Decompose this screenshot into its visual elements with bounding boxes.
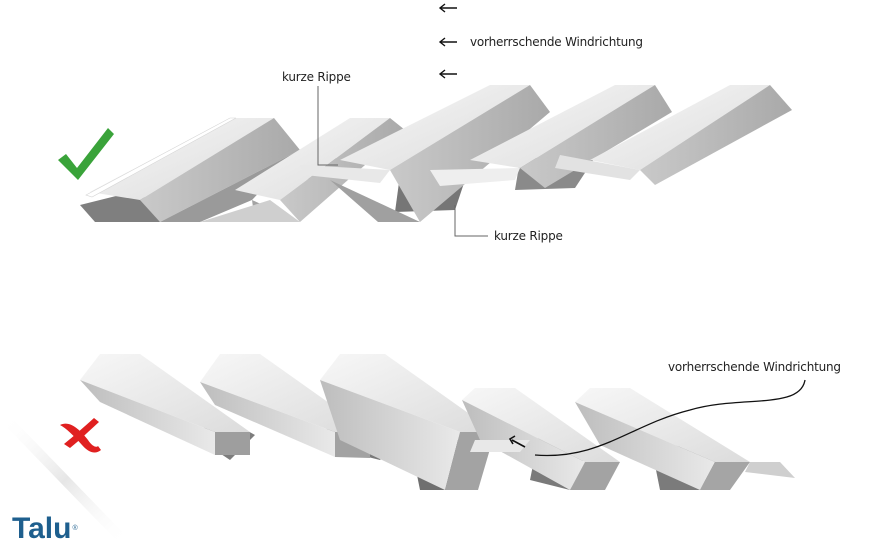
lower-rib [575, 388, 750, 462]
upper-rib [330, 180, 420, 222]
upper-flat [300, 165, 390, 183]
lower-rib [570, 462, 620, 490]
lower-rib [80, 354, 250, 432]
upper-flat [430, 168, 520, 186]
upper-rib [235, 118, 390, 200]
short-rib-upper-leader [317, 86, 338, 166]
wind-arrow-lower [508, 435, 526, 448]
registered-mark: ® [72, 525, 78, 532]
lower-rib [700, 462, 750, 490]
wind-direction-label-top: vorherrschende Windrichtung [470, 35, 643, 49]
upper-rib [640, 85, 792, 185]
lower-rib [320, 354, 495, 432]
wind-arrows-upper [438, 3, 457, 79]
upper-rib [590, 85, 770, 170]
lower-rib [200, 382, 335, 457]
check-mark-icon [58, 128, 114, 180]
lower-rib [462, 388, 620, 462]
lower-rib [215, 432, 250, 455]
short-rib-label-upper: kurze Rippe [282, 70, 351, 84]
wind-direction-label-bottom: vorherrschende Windrichtung [668, 360, 841, 374]
talu-logo: Talu® [12, 514, 78, 540]
upper-roof-sheet [80, 85, 792, 222]
upper-flat [200, 200, 300, 222]
lower-flat [470, 440, 530, 452]
wind-direction-curve [534, 379, 806, 457]
short-rib-label-lower: kurze Rippe [494, 229, 563, 243]
upper-flat [555, 155, 640, 180]
upper-rib [140, 118, 300, 222]
lower-flat [745, 462, 795, 478]
cross-mark-icon [60, 418, 101, 453]
lower-rib [200, 354, 370, 432]
corner-band [0, 420, 130, 540]
upper-rib [340, 85, 530, 170]
short-rib-lower-leader [454, 205, 488, 237]
upper-flat [85, 117, 237, 198]
upper-rib [90, 118, 274, 200]
lower-rib [320, 380, 460, 490]
upper-rib [470, 85, 655, 168]
upper-rib [160, 150, 300, 222]
upper-rib [390, 85, 550, 222]
lower-rib [80, 380, 215, 455]
logo-text: Talu [12, 512, 72, 540]
lower-roof-sheet [80, 354, 795, 490]
lower-rib [575, 402, 715, 490]
